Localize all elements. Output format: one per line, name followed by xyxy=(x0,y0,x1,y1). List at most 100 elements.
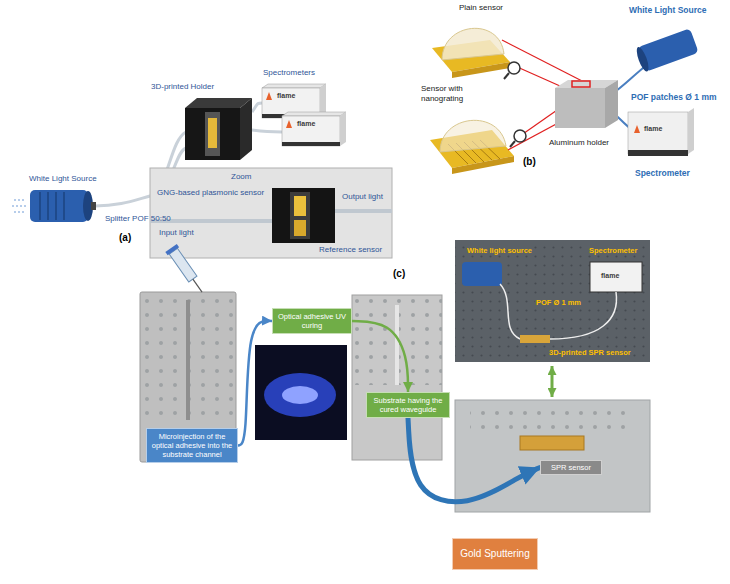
process-arrow xyxy=(352,321,408,392)
correspondence-arrow xyxy=(551,366,554,397)
light-ray xyxy=(12,206,26,207)
part-label: POF patches Ø 1 mm xyxy=(630,92,718,102)
part-label: Output light xyxy=(341,192,384,202)
part-label: Spectrometers xyxy=(262,68,316,78)
zoom-inset xyxy=(150,168,392,258)
magnifier-handle xyxy=(504,73,509,79)
spectrometer-body xyxy=(282,116,340,146)
substrate-holes xyxy=(352,295,442,385)
part-label: Plain sensor xyxy=(458,3,504,13)
spectrometer-side xyxy=(688,108,694,154)
holder-zoomed xyxy=(272,188,335,243)
spectrometer-side xyxy=(340,112,346,146)
substrate-holes xyxy=(140,292,236,422)
box-text: SPR sensor xyxy=(545,463,597,472)
zoom-line xyxy=(520,108,560,136)
zoom-line xyxy=(515,66,560,86)
sensor-chip xyxy=(208,118,217,148)
box-text: Optical adhesive UV curing xyxy=(277,312,347,330)
output-fiber xyxy=(335,209,392,213)
light-source-end xyxy=(634,46,650,73)
brand-logo-text: flame xyxy=(296,120,316,128)
holder-front xyxy=(185,108,240,160)
process-arrow xyxy=(238,321,272,446)
substrate-channel xyxy=(186,300,190,420)
holder-side xyxy=(605,80,618,128)
substrate-holes xyxy=(470,405,635,431)
optical-fiber xyxy=(252,103,262,112)
brand-logo-text: flame xyxy=(276,92,296,100)
spectrometer-top xyxy=(282,112,346,116)
sensor-edge xyxy=(452,62,510,78)
panel-letter: (b) xyxy=(522,156,537,168)
plasmonic-sensor xyxy=(294,196,306,216)
cooling-fin xyxy=(63,192,65,220)
light-ray xyxy=(14,200,26,201)
syringe-barrel xyxy=(169,248,197,282)
photo-label: Spectrometer xyxy=(588,246,638,255)
box-text: Microinjection of the optical adhesive i… xyxy=(151,432,233,459)
printed-sensor xyxy=(520,335,550,343)
zoom-line xyxy=(502,40,586,83)
syringe xyxy=(165,244,207,296)
sensor-window xyxy=(572,81,590,87)
panel-letter: (a) xyxy=(118,232,132,244)
cooling-fin xyxy=(39,192,41,220)
part-label: Reference sensor xyxy=(318,245,383,255)
part-label: White Light Source xyxy=(28,174,98,184)
photo-label: POF Ø 1 mm xyxy=(535,298,582,307)
part-label: Splitter POF 50:50 xyxy=(104,214,172,224)
part-label: Spectrometer xyxy=(634,168,691,178)
light-source-port xyxy=(91,202,96,210)
brand-flame-icon xyxy=(286,120,292,128)
gold-layer xyxy=(520,436,584,450)
uv-glow-core xyxy=(282,386,318,404)
part-label: GNG-based plasmonic sensor xyxy=(156,188,265,198)
part-label: 3D-printed Holder xyxy=(150,82,215,92)
light-source-photo xyxy=(462,262,502,286)
photo-label: White light source xyxy=(466,246,533,255)
cooling-fin xyxy=(55,192,57,220)
part-label: Zoom xyxy=(230,172,252,182)
box-text: Substrate having the cured waveguide xyxy=(371,396,445,414)
spectrometer-base xyxy=(282,142,340,146)
magnifier-icon xyxy=(508,62,520,74)
liquid-droplet xyxy=(440,120,506,152)
holder-slot xyxy=(290,192,310,239)
optical-fiber xyxy=(252,130,282,132)
holder-slot xyxy=(205,112,220,156)
process-step-box: Gold Sputtering xyxy=(452,538,538,570)
light-source xyxy=(634,28,698,73)
setup-photo xyxy=(455,240,650,362)
part-label: White Light Source xyxy=(628,5,707,15)
syringe-needle xyxy=(193,279,202,292)
cured-waveguide xyxy=(395,305,399,385)
sensor-edge xyxy=(452,156,514,174)
photo-label: 3D-printed SPR sensor xyxy=(548,348,632,357)
part-label: Sensor with nanograting xyxy=(420,84,494,103)
uv-glow xyxy=(264,373,336,417)
magnifier-handle xyxy=(510,141,515,147)
spectrometer-top xyxy=(262,84,326,88)
pof-fiber xyxy=(500,284,520,339)
holder-side xyxy=(240,98,252,160)
cured-substrate-photo xyxy=(352,295,442,460)
brand-logo-text: flame xyxy=(643,125,663,133)
panel-letter: (c) xyxy=(392,268,406,280)
spectrometer-base xyxy=(628,150,688,156)
part-label: Aluminum holder xyxy=(548,138,610,148)
magnifier-icon xyxy=(514,130,526,142)
process-step-box: Microinjection of the optical adhesive i… xyxy=(146,428,238,463)
light-ray xyxy=(14,212,26,213)
uv-curing-photo xyxy=(255,345,347,440)
process-arrow xyxy=(408,418,540,502)
brand-logo-text: flame xyxy=(600,272,620,280)
liquid-droplet xyxy=(442,28,504,60)
process-step-box: Substrate having the cured waveguide xyxy=(366,392,450,418)
aluminum-holder xyxy=(555,88,605,128)
box-text: Gold Sputtering xyxy=(459,548,531,560)
brand-flame-icon xyxy=(634,125,640,133)
